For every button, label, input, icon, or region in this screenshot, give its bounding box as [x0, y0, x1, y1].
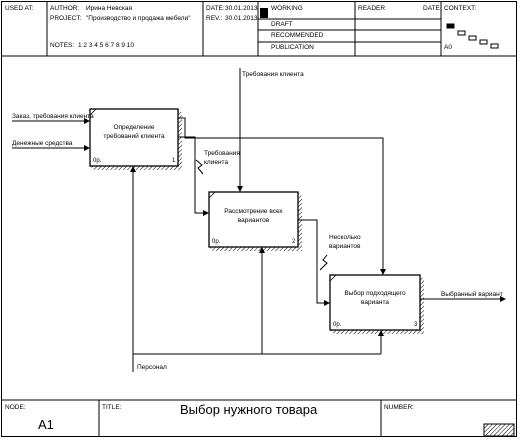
used-at-label: USED AT: [5, 5, 34, 12]
node-value: A1 [38, 417, 54, 432]
status-draft: DRAFT [271, 21, 293, 28]
label-control-client-req: Требования клиента [242, 71, 304, 78]
box3-cost: 0р. [333, 322, 342, 328]
label-mid-variants-1: Несколько [329, 234, 361, 241]
box2-label-line1: Рассмотрение всех [224, 208, 283, 215]
label-mid-client-req-1: Требования [204, 150, 240, 157]
notes-label: NOTES: [50, 42, 75, 49]
context-thumbnail [446, 23, 499, 49]
reader-date-label: DATE [423, 5, 440, 12]
box1-number: 1 [172, 158, 176, 164]
header-grid [1, 1, 517, 57]
status-publication: PUBLICATION [271, 44, 314, 51]
node-label: NODE: [5, 404, 26, 411]
date-value: 30.01.2013 [225, 5, 258, 12]
label-mid-client-req-2: клиента [204, 159, 229, 166]
activity-box-2[interactable] [208, 191, 299, 248]
status-recommended: RECOMMENDED [271, 32, 324, 39]
context-node: A0 [444, 44, 452, 51]
box3-label-line1: Выбор подходящего [344, 290, 406, 297]
notes-value: 1 2 3 4 5 6 7 8 9 10 [78, 42, 135, 49]
rev-label: REV.: [206, 15, 223, 22]
box3-number: 3 [414, 322, 418, 328]
working-status-marker [260, 8, 268, 18]
status-working: WORKING [271, 5, 303, 12]
project-value: "Производство и продажа мебели" [86, 15, 191, 22]
author-label: AUTHOR: [50, 5, 80, 12]
box1-label-line2: требований клиента [103, 133, 165, 140]
label-mid-variants-2: вариантов [329, 243, 361, 250]
title-label: TITLE: [102, 404, 122, 411]
box2-number: 2 [292, 239, 296, 245]
label-input-order: Заказ, требования клиента [12, 113, 94, 120]
date-label: DATE: [206, 5, 225, 12]
activity-box-1[interactable] [89, 108, 179, 167]
number-label: NUMBER: [384, 404, 414, 411]
footer-grid [1, 399, 517, 437]
label-output-chosen: Выбранный вариант [441, 291, 503, 298]
reader-label: READER [358, 5, 386, 12]
context-label: CONTEXT: [444, 5, 477, 12]
project-label: PROJECT: [50, 15, 82, 22]
arrow-box1-to-box2[interactable] [178, 136, 209, 216]
box2-label-line2: вариантов [237, 217, 270, 224]
rev-value: 30.01.2013 [225, 15, 258, 22]
label-mechanism-staff: Персонал [137, 364, 167, 371]
diagram-title: Выбор нужного товара [180, 402, 318, 417]
arrow-box2-to-box3[interactable] [298, 219, 330, 306]
footer-corner-marker [483, 423, 515, 437]
label-input-money: Денежные средства [12, 140, 73, 147]
activity-box-3[interactable] [329, 274, 421, 331]
author-value: Ирина Невская [86, 5, 132, 12]
box1-cost: 0р. [93, 158, 102, 164]
box2-cost: 0р. [212, 239, 221, 245]
box3-label-line2: варианта [361, 299, 389, 306]
box1-label-line1: Определение [113, 124, 155, 131]
arrow-box1-to-box3-control[interactable] [178, 117, 386, 275]
